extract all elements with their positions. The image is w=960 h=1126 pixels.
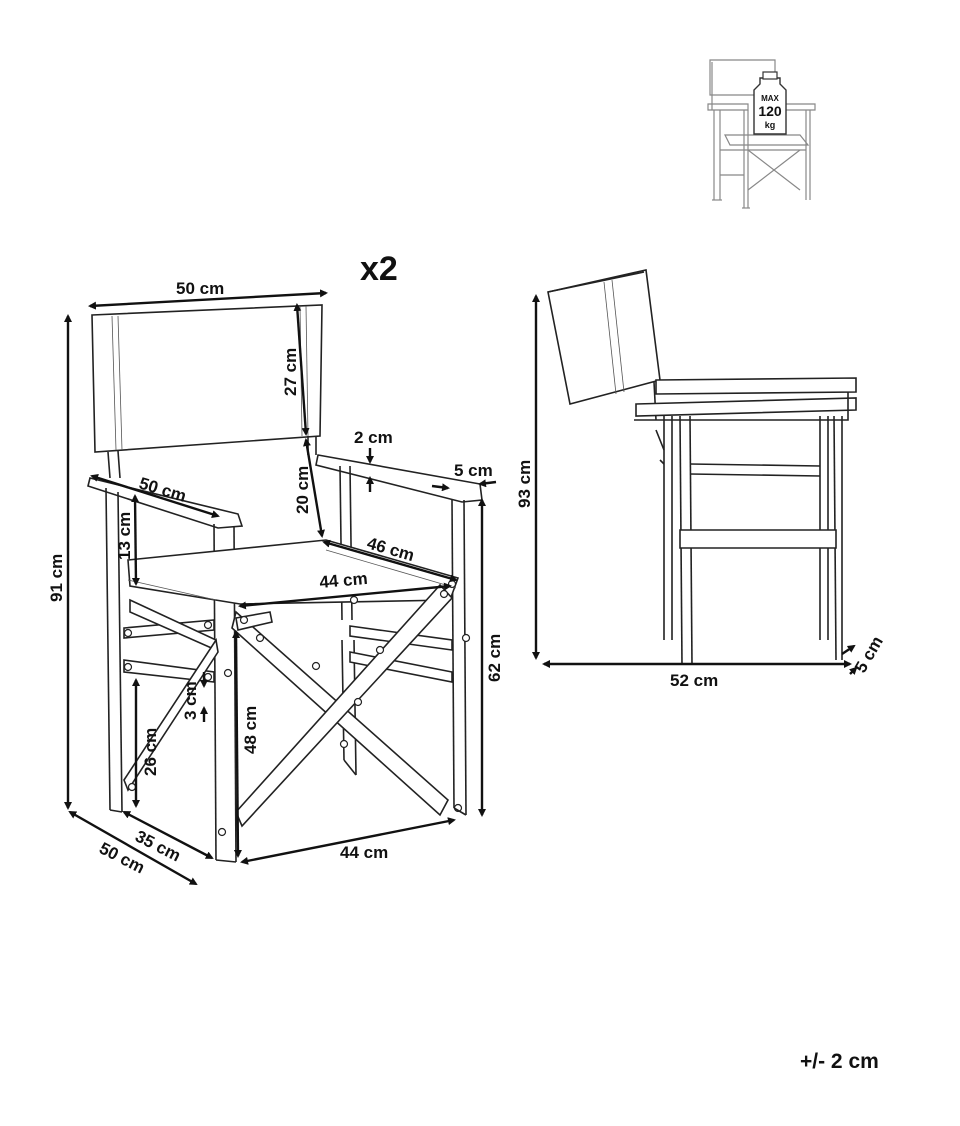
dim-backrest-width: 50 cm bbox=[176, 279, 224, 298]
max-weight-badge: MAX 120 kg bbox=[753, 71, 787, 135]
dim-side-leg-width: 5 cm bbox=[851, 633, 887, 676]
side-view-chair bbox=[547, 269, 857, 666]
dim-seat-height: 48 cm bbox=[241, 706, 260, 754]
thumbnail-chair: MAX 120 kg bbox=[707, 59, 816, 209]
dim-armrest-thickness: 2 cm bbox=[354, 428, 393, 447]
dim-total-height: 91 cm bbox=[47, 554, 66, 602]
dim-rail-height: 26 cm bbox=[141, 728, 160, 776]
badge-weight-value: 120 bbox=[758, 103, 782, 119]
dim-arm-to-seat: 13 cm bbox=[115, 512, 134, 560]
dim-armrest-width: 5 cm bbox=[454, 461, 493, 480]
tolerance-note: +/- 2 cm bbox=[800, 1050, 879, 1073]
dim-arm-height: 62 cm bbox=[485, 634, 504, 682]
dim-side-height: 93 cm bbox=[515, 460, 534, 508]
dim-base-width: 44 cm bbox=[340, 843, 388, 862]
dim-side-width: 52 cm bbox=[670, 671, 718, 690]
quantity-label: x2 bbox=[360, 250, 398, 288]
dim-back-to-arm: 20 cm bbox=[293, 466, 312, 514]
dim-rail-thickness: 3 cm bbox=[181, 681, 200, 720]
badge-max-label: MAX bbox=[761, 94, 779, 103]
badge-unit-label: kg bbox=[765, 120, 776, 130]
dim-backrest-height: 27 cm bbox=[281, 348, 300, 396]
dim-seat-width: 44 cm bbox=[319, 569, 369, 592]
